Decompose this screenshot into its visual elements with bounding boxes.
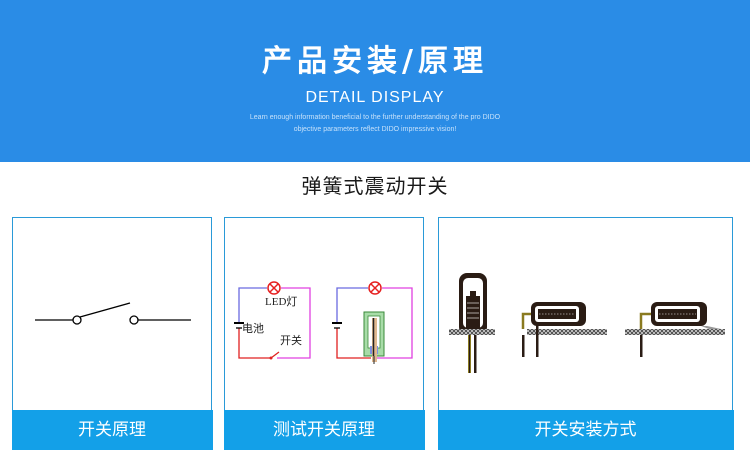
led-lamp-icon [368, 281, 382, 295]
test-circuit-diagram: LED灯 电池 开关 [225, 218, 423, 408]
banner-subtitle: DETAIL DISPLAY [305, 89, 445, 106]
horizontal-mount-icon [521, 302, 607, 357]
caption-switch-principle: 开关原理 [11, 409, 213, 450]
vertical-mount-icon [449, 273, 495, 373]
banner-title: 产品安装/原理 [262, 44, 488, 79]
banner-description-line1: Learn enough information beneficial to t… [249, 114, 501, 121]
svg-text:电池: 电池 [242, 322, 264, 335]
banner-description-line2: objective parameters reflect DIDO impres… [293, 126, 457, 133]
panel-test-circuit: LED灯 电池 开关 测试开关原理 [223, 217, 425, 450]
header-banner: 产品安装/原理 DETAIL DISPLAY Learn enough info… [0, 0, 750, 162]
horizontal-mount-flat-icon [625, 302, 725, 357]
caption-test-circuit: 测试开关原理 [223, 409, 425, 450]
svg-text:开关: 开关 [280, 333, 302, 347]
svg-text:LED灯: LED灯 [265, 295, 297, 308]
panel-installation-methods: 开关安装方式 [437, 217, 734, 450]
panel-switch-principle: 开关原理 [11, 217, 213, 450]
caption-installation-methods: 开关安装方式 [437, 409, 734, 450]
switch-symbol-diagram [13, 218, 211, 408]
installation-methods-illustration [439, 218, 732, 408]
led-lamp-icon [267, 281, 281, 295]
spring-switch-cross-section-icon [363, 311, 385, 364]
section-title: 弹簧式震动开关 [301, 174, 449, 198]
